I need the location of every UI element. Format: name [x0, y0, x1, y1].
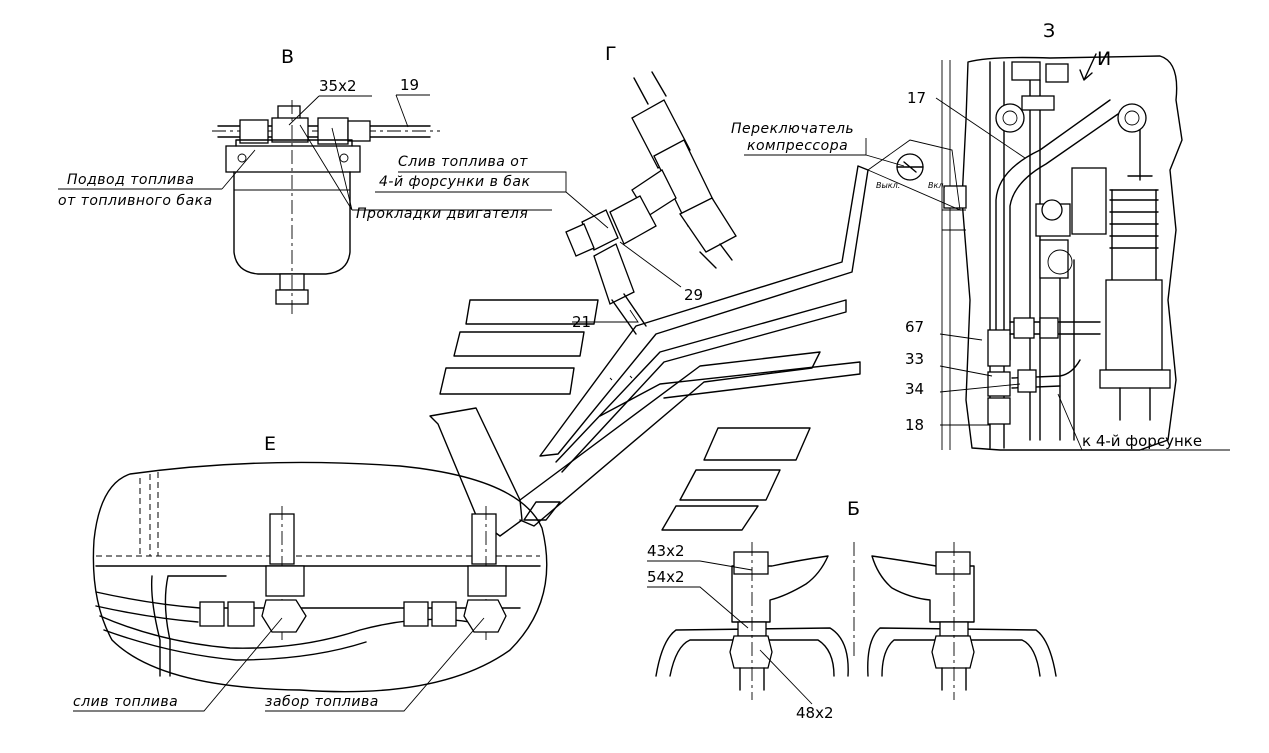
- callout-29: 29: [684, 286, 703, 304]
- view-e-tank: Е слив топлива забор топлива: [73, 433, 548, 712]
- note-fuel-supply-line2: от топливного бака: [58, 193, 213, 209]
- callout-18: 18: [905, 416, 924, 434]
- view-e-title: Е: [264, 433, 276, 455]
- view-v-fuel-filter: В 35x2 19 Подвод топлива от топливного б…: [58, 46, 552, 315]
- note-engine-gaskets: Прокладки двигателя: [356, 206, 528, 222]
- callout-34: 34: [905, 380, 924, 398]
- callout-35x2: 35x2: [319, 77, 357, 95]
- view-v-title: В: [281, 46, 294, 68]
- view-b-clamp: Б 43x2 54x2 48x2: [647, 498, 1057, 722]
- callout-19: 19: [400, 76, 419, 94]
- callout-33: 33: [905, 350, 924, 368]
- note-fuel-intake: забор топлива: [265, 694, 379, 710]
- view-g-injector: Г Слив топлива от 4-й форсунки в бак 29 …: [375, 43, 737, 335]
- view-z-title: З: [1043, 20, 1055, 42]
- note-compressor-switch-line1: Переключатель: [731, 121, 854, 137]
- note-to-injector: к 4-й форсунке: [1082, 432, 1202, 450]
- note-fuel-drain: слив топлива: [73, 694, 178, 710]
- note-compressor-switch-line2: компрессора: [747, 138, 848, 154]
- switch-off-label: Выкл.: [876, 181, 900, 190]
- view-z-engine-bay: З И: [731, 20, 1230, 451]
- callout-54x2: 54x2: [647, 568, 685, 586]
- callout-43x2: 43x2: [647, 542, 685, 560]
- callout-17: 17: [907, 89, 926, 107]
- callout-67: 67: [905, 318, 924, 336]
- view-b-title: Б: [847, 498, 860, 520]
- view-g-title: Г: [605, 43, 617, 65]
- note-fuel-supply-line1: Подвод топлива: [67, 172, 194, 188]
- note-drain-line1: Слив топлива от: [398, 154, 528, 170]
- emblem-panels: [429, 165, 869, 537]
- note-drain-line2: 4-й форсунки в бак: [379, 174, 530, 190]
- callout-48x2: 48x2: [796, 704, 834, 722]
- switch-on-label: Вкл.: [928, 181, 946, 190]
- view-i-arrow-label: И: [1097, 48, 1111, 70]
